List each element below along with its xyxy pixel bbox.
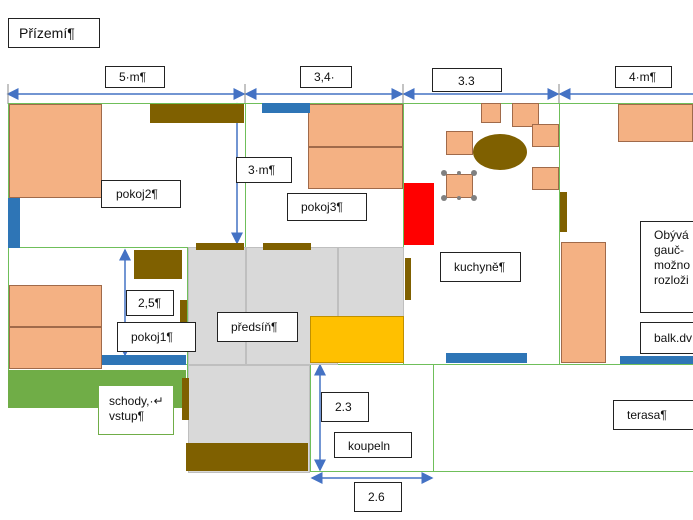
wardrobe-pokoj2	[150, 104, 244, 123]
kitchen-unit-2	[481, 103, 501, 123]
dim-label-2-5: 2,5¶	[126, 290, 174, 316]
kitchen-table	[473, 134, 527, 170]
dim-label-2-6: 2.6	[354, 482, 402, 512]
dim-label-3-4: 3,4·	[300, 66, 352, 88]
window-pokoj1	[102, 355, 186, 365]
window-pokoj3	[262, 103, 310, 113]
room-label-terasa: terasa¶	[613, 400, 693, 430]
hall-floor-1	[188, 247, 246, 365]
room-label-balkon: balk.dv	[640, 322, 693, 354]
door-4	[405, 258, 411, 300]
kitchen-unit-4	[532, 124, 559, 147]
door-1	[196, 243, 244, 250]
window-balkon	[620, 356, 693, 364]
room-label-pokoj1: pokoj1¶	[117, 322, 196, 352]
door-2	[263, 243, 311, 250]
room-label-schody: schody,·↵ vstup¶	[98, 385, 174, 435]
kitchen-unit-3	[512, 103, 539, 127]
dim-label-3-3: 3.3	[432, 68, 502, 92]
bed-pokoj1-top	[9, 285, 102, 327]
room-label-predsin: předsíň¶	[217, 312, 298, 342]
dim-label-4m: 4·m¶	[615, 66, 672, 88]
door-6	[182, 378, 189, 420]
window-kuchyne	[446, 353, 527, 363]
kitchen-unit-1	[446, 131, 473, 155]
room-label-obyvak: Obývá gauč- možno rozloži	[640, 221, 693, 313]
room-label-pokoj2: pokoj2¶	[101, 180, 181, 208]
window-pokoj2-side	[8, 198, 20, 248]
room-label-pokoj3: pokoj3¶	[287, 193, 367, 221]
wardrobe-hall	[186, 443, 308, 471]
dim-label-5m: 5·m¶	[105, 66, 165, 88]
floor-title: Přízemí¶	[8, 18, 100, 48]
dim-label-2-3: 2.3	[321, 392, 369, 422]
wardrobe-pokoj1	[134, 250, 182, 279]
stove	[404, 183, 434, 245]
bed-pokoj3-bottom	[308, 147, 403, 189]
bed-pokoj1-bottom	[9, 327, 102, 369]
door-3	[180, 300, 187, 325]
wall-terasa	[433, 364, 693, 472]
bath	[310, 316, 404, 363]
dim-label-3m: 3·m¶	[236, 157, 292, 183]
kitchen-unit-5	[532, 167, 559, 190]
room-label-koupelna: koupeln	[334, 432, 412, 458]
sofa-living-side	[561, 242, 606, 363]
door-5	[560, 192, 567, 232]
bed-pokoj2	[9, 104, 102, 198]
room-label-kuchyne: kuchyně¶	[440, 252, 521, 282]
bed-pokoj3-top	[308, 104, 403, 147]
kitchen-chair-selected	[446, 174, 473, 198]
sofa-living	[618, 104, 693, 142]
